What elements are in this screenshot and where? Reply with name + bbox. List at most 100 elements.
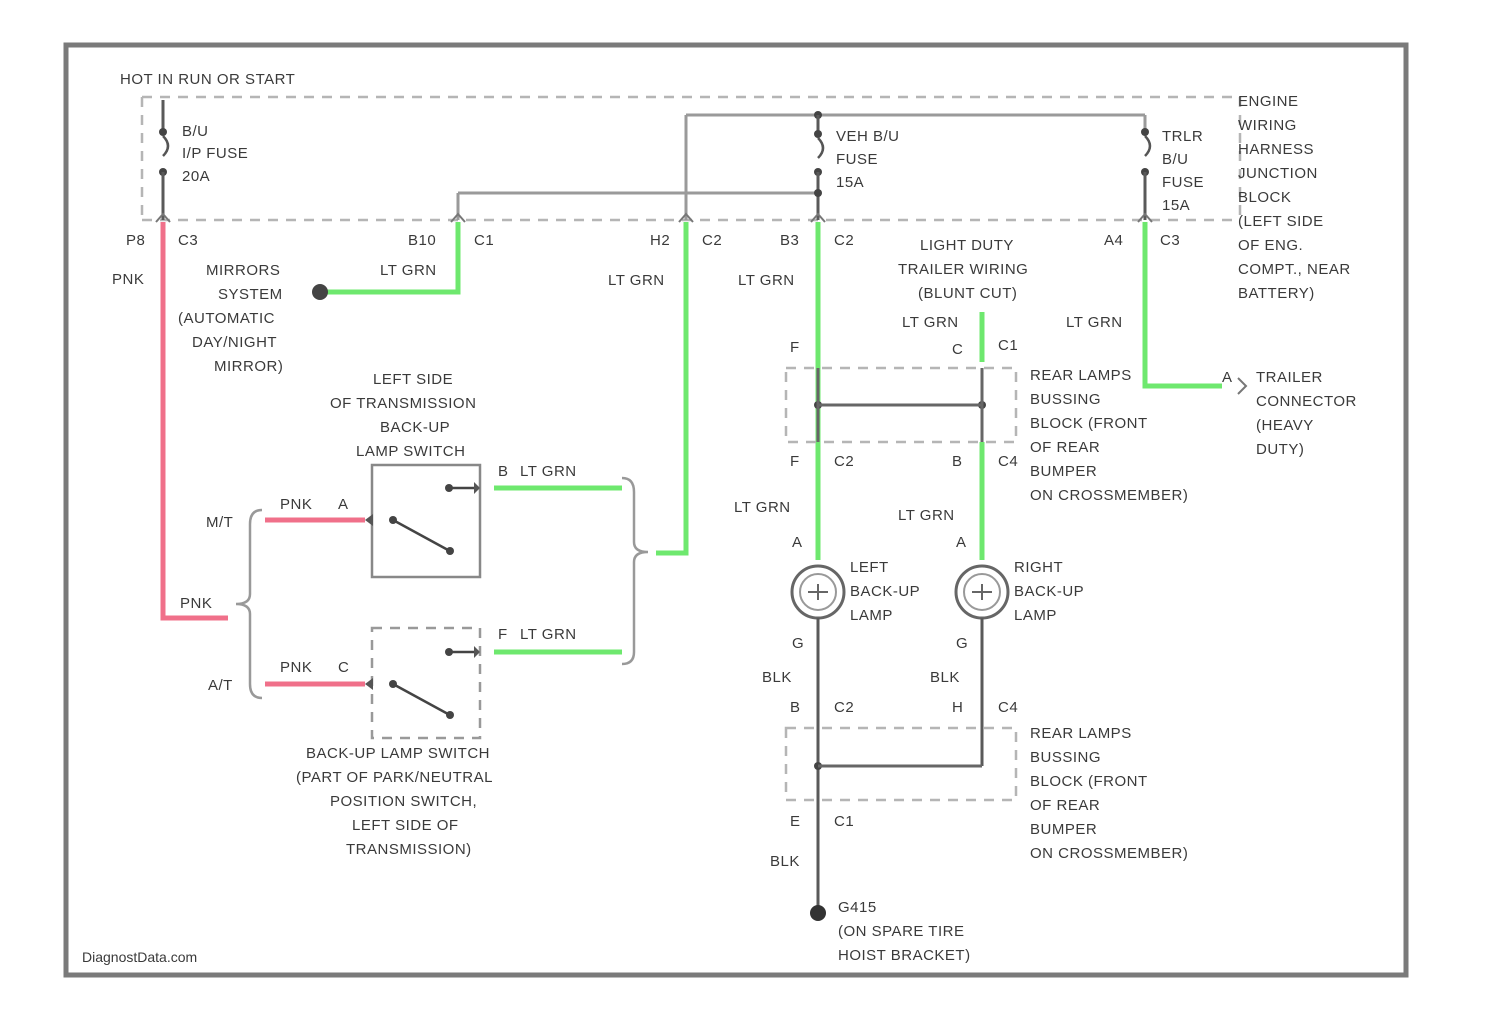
mt-backup-switch: LEFT SIDE OF TRANSMISSION BACK-UP LAMP S… [330, 371, 480, 577]
ground-g415: G415 (ON SPARE TIRE HOIST BRACKET) [810, 899, 971, 964]
iu-fuse-line3: 20A [182, 168, 210, 185]
mt-label: M/T [206, 514, 233, 531]
diagram-label: DAY/NIGHT [192, 334, 277, 351]
diagram-label: F [790, 453, 800, 470]
diagram-label: H2 [650, 232, 670, 249]
trailer-wiring-label: LIGHT DUTY TRAILER WIRING (BLUNT CUT) [898, 237, 1028, 302]
diagram-label: (ON SPARE TIRE [838, 923, 964, 940]
diagram-label: H [952, 699, 963, 716]
trlr-fuse-line1: TRLR [1162, 128, 1203, 145]
diagram-label: (BLUNT CUT) [918, 285, 1017, 302]
diagram-label: BACK-UP LAMP SWITCH [306, 745, 490, 762]
diagram-label: OF ENG. [1238, 237, 1303, 254]
diagram-label: A [792, 534, 803, 551]
diagram-label: LEFT SIDE OF [352, 817, 459, 834]
diagram-label: P8 [126, 232, 145, 249]
rear-bussing-block-bottom: REAR LAMPS BUSSING BLOCK (FRONT OF REAR … [786, 699, 1188, 862]
diagram-label: (AUTOMATIC [178, 310, 275, 327]
diagram-label: DUTY) [1256, 441, 1304, 458]
diagram-label: CONNECTOR [1256, 393, 1357, 410]
diagram-label: ENGINE [1238, 93, 1299, 110]
diagram-label: PNK [280, 496, 312, 513]
diagram-label: B [498, 463, 509, 480]
diagram-label: LEFT [850, 559, 889, 576]
diagram-label: C3 [178, 232, 198, 249]
diagram-label: LT GRN [608, 272, 665, 289]
diagram-label: TRAILER [1256, 369, 1323, 386]
diagram-label: BUSSING [1030, 391, 1101, 408]
diagram-label: E [790, 813, 801, 830]
diagram-label: BUSSING [1030, 749, 1101, 766]
diagram-label: BACK-UP [850, 583, 920, 600]
junction-block-label: ENGINE WIRING HARNESS JUNCTION BLOCK (LE… [1238, 93, 1351, 302]
diagram-label: ON CROSSMEMBER) [1030, 845, 1188, 862]
a4-trailer-wire [1145, 222, 1222, 386]
diagram-label: PNK [280, 659, 312, 676]
diagram-label: ON CROSSMEMBER) [1030, 487, 1188, 504]
diagram-label: BLOCK [1238, 189, 1291, 206]
diagram-label: C2 [834, 453, 854, 470]
mirror-label: MIRRORS SYSTEM (AUTOMATIC DAY/NIGHT MIRR… [178, 262, 283, 375]
diagram-label: MIRROR) [214, 358, 283, 375]
diagram-label: BLOCK (FRONT [1030, 415, 1148, 432]
diagram-label: BLOCK (FRONT [1030, 773, 1148, 790]
diagram-label: B10 [408, 232, 436, 249]
diagram-label: BACK-UP [1014, 583, 1084, 600]
diagram-label: A [956, 534, 967, 551]
diagram-label: JUNCTION [1238, 165, 1318, 182]
diagram-label: LT GRN [734, 499, 791, 516]
at-backup-switch: BACK-UP LAMP SWITCH (PART OF PARK/NEUTRA… [296, 628, 493, 858]
diagram-label: C2 [702, 232, 722, 249]
diagram-label: C4 [998, 699, 1018, 716]
diagram-label: LT GRN [898, 507, 955, 524]
diagram-label: (PART OF PARK/NEUTRAL [296, 769, 493, 786]
veh-fuse-line2: FUSE [836, 151, 878, 168]
mirror-wire [322, 222, 458, 292]
trlr-fuse-line2: B/U [1162, 151, 1189, 168]
diagram-label: C [952, 341, 963, 358]
right-backup-lamp: RIGHT BACK-UP LAMP A G [956, 534, 1084, 652]
diagram-label: REAR LAMPS [1030, 367, 1132, 384]
iu-fuse: B/U I/P FUSE 20A [159, 100, 248, 220]
trlr-fuse-line4: 15A [1162, 197, 1190, 214]
diagram-label: LT GRN [902, 314, 959, 331]
diagram-label: BUMPER [1030, 463, 1097, 480]
diagram-label: MIRRORS [206, 262, 280, 279]
diagram-label: C1 [474, 232, 494, 249]
diagram-label: F [498, 626, 508, 643]
power-label: HOT IN RUN OR START [120, 71, 295, 88]
diagram-label: LT GRN [1066, 314, 1123, 331]
diagram-label: COMPT., NEAR [1238, 261, 1351, 278]
diagram-label: C2 [834, 699, 854, 716]
diagram-label: LT GRN [380, 262, 437, 279]
diagram-label: BLK [762, 669, 792, 686]
diagram-label: LAMP SWITCH [356, 443, 465, 460]
trlr-fuse: TRLR B/U FUSE 15A [1141, 115, 1204, 220]
veh-fuse-line3: 15A [836, 174, 864, 191]
diagram-label: C4 [998, 453, 1018, 470]
rear-bussing-block-top: REAR LAMPS BUSSING BLOCK (FRONT OF REAR … [786, 339, 1188, 504]
diagram-label: C [338, 659, 349, 676]
diagram-label: OF TRANSMISSION [330, 395, 476, 412]
diagram-label: HOIST BRACKET) [838, 947, 971, 964]
diagram-label: LIGHT DUTY [920, 237, 1014, 254]
diagram-label: C3 [1160, 232, 1180, 249]
pnk-label-top: PNK [112, 271, 144, 288]
diagram-label: OF REAR [1030, 797, 1100, 814]
diagram-label: LT GRN [520, 463, 577, 480]
left-backup-lamp: LEFT BACK-UP LAMP A G [792, 534, 920, 652]
diagram-label: C1 [834, 813, 854, 830]
veh-fuse-line1: VEH B/U [836, 128, 900, 145]
diagram-label: TRANSMISSION) [346, 841, 472, 858]
diagram-label: LAMP [850, 607, 893, 624]
diagram-label: LT GRN [738, 272, 795, 289]
at-label: A/T [208, 677, 233, 694]
diagram-label: B [952, 453, 963, 470]
pnk-wire-main [163, 222, 228, 618]
diagram-label: BATTERY) [1238, 285, 1315, 302]
diagram-label: A [338, 496, 349, 513]
diagram-label: TRAILER WIRING [898, 261, 1028, 278]
diagram-label: REAR LAMPS [1030, 725, 1132, 742]
diagram-label: A4 [1104, 232, 1123, 249]
